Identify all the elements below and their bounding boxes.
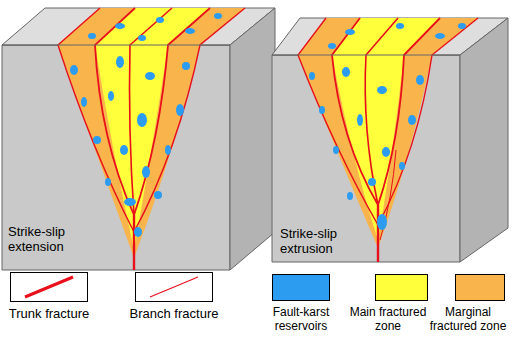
reservoir [70,65,78,75]
fracture [58,8,134,232]
block-side [230,8,275,270]
reservoir [120,145,128,155]
reservoir [328,43,336,49]
fracture [378,18,440,205]
fractures [58,8,245,270]
reservoir [345,29,355,35]
reservoir [214,13,222,19]
reservoir [435,33,445,39]
reservoir [396,23,404,29]
legend-sample [135,272,213,302]
trunk-fracture [133,215,135,270]
reservoir [156,17,164,23]
main-zone [95,8,210,250]
reservoir [93,136,101,144]
legend-text: Trunk fracture [4,306,94,321]
legend-sample [10,272,88,302]
legend-text: Fault-karst reservoirs [260,305,342,333]
reservoir [399,162,405,170]
reservoir [81,97,87,107]
fracture [298,18,378,225]
fracture [134,8,245,232]
reservoir [115,23,125,29]
reservoir [182,62,190,70]
fracture [332,18,378,205]
reservoir [88,33,96,39]
fracture [378,18,478,225]
left-block [2,8,275,270]
right-block [272,18,508,262]
legend-text: Branch fracture [126,306,222,321]
reservoir [342,67,350,77]
reservoir [377,86,387,94]
reservoirs [70,13,222,237]
reservoir [382,147,390,157]
line-sample [11,273,87,301]
fracture [134,8,210,215]
reservoir [357,114,363,126]
reservoir [347,192,353,200]
reservoir [154,191,162,199]
reservoir [416,75,424,85]
reservoir [408,115,416,125]
trunk-fracture [377,205,379,262]
reservoir [124,198,136,206]
reservoir [142,166,150,178]
reservoir [138,35,146,41]
marginal-zone [298,18,478,248]
line-sample [136,273,212,301]
reservoir [108,91,114,101]
reservoir [105,178,111,186]
reservoir [165,145,171,155]
reservoir [134,227,142,237]
fracture-line [25,277,73,297]
reservoir [185,28,195,34]
block-side [460,18,508,262]
fracture-line [150,277,198,297]
reservoir [368,178,376,186]
reservoir [377,214,387,230]
block-label: Strike-slip extension [8,224,90,254]
block-edge [272,55,460,56]
legend-swatch [455,274,505,301]
reservoir [333,146,339,154]
reservoirs [309,23,466,230]
legend-swatch [375,274,428,301]
reservoir [176,104,184,116]
legend-text: Main fractured zone [346,305,430,333]
reservoir [309,72,315,80]
block-label: Strike-slip extrusion [280,226,362,256]
reservoir [145,72,155,80]
fracture [130,8,173,215]
block-edge [2,45,230,46]
legend-text: Marginal fractured zone [426,305,510,333]
legend-swatch [272,274,330,301]
reservoir [137,113,147,127]
reservoir [116,56,124,68]
main-zone [332,18,440,240]
reservoir [319,106,325,114]
reservoir [458,23,466,29]
